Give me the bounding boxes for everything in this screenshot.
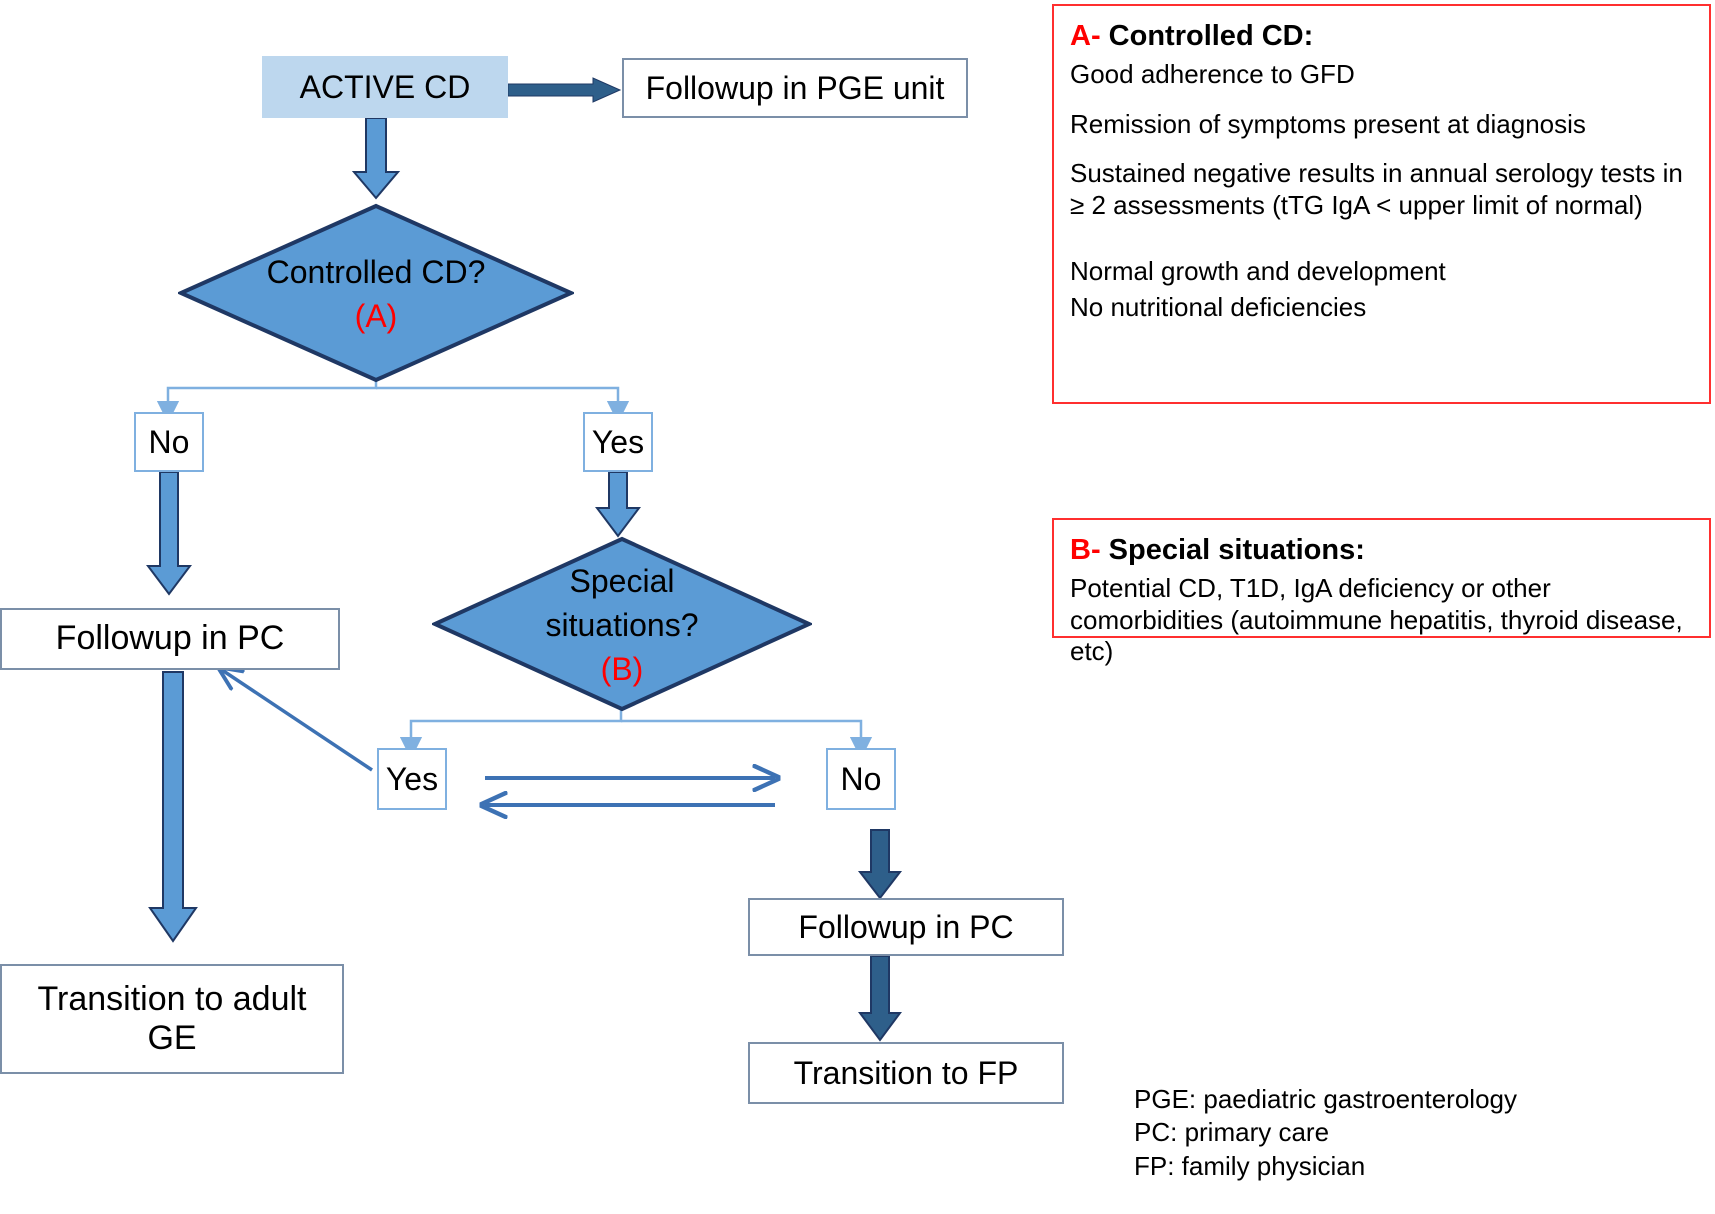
panel-b-title-text: Special situations: xyxy=(1100,534,1365,566)
node-branch-b-no[interactable]: No xyxy=(826,748,896,810)
legend-line-1: PC: primary care xyxy=(1134,1117,1330,1148)
panel-special-situations-title: B- Special situations: xyxy=(1070,534,1691,567)
node-followup-pge-unit-label: Followup in PGE unit xyxy=(645,69,945,106)
arrow-followup-pc-left-to-transition-ge xyxy=(148,671,198,943)
arrow-no-to-followup-pc-left xyxy=(146,471,192,596)
node-followup-pc-right[interactable]: Followup in PC xyxy=(748,898,1064,956)
abbreviation-legend: PGE: paediatric gastroenterology PC: pri… xyxy=(1134,1083,1517,1183)
node-followup-pc-right-label: Followup in PC xyxy=(798,908,1014,945)
node-transition-adult-ge[interactable]: Transition to adult GE xyxy=(0,964,344,1074)
node-branch-a-yes-label: Yes xyxy=(591,423,645,460)
node-decision-special-situations[interactable]: Special situations? (B) xyxy=(432,536,812,712)
node-transition-fp-label: Transition to FP xyxy=(793,1054,1019,1091)
arrow-no-b-to-followup-pc-right xyxy=(857,829,903,900)
panel-controlled-cd: A- Controlled CD: Good adherence to GFD … xyxy=(1052,4,1711,404)
node-decision-special-situations-line2: situations? xyxy=(545,606,699,643)
node-branch-b-no-label: No xyxy=(840,760,882,797)
legend-line-0: PGE: paediatric gastroenterology xyxy=(1134,1084,1517,1114)
panel-a-item-1: Remission of symptoms present at diagnos… xyxy=(1070,108,1586,139)
node-transition-adult-ge-line1: Transition to adult xyxy=(37,979,307,1018)
panel-a-item-2: Sustained negative results in annual ser… xyxy=(1070,158,1683,221)
node-transition-adult-ge-line2: GE xyxy=(147,1019,197,1057)
panel-a-letter: A- xyxy=(1070,20,1101,52)
node-decision-special-situations-tag: (B) xyxy=(600,650,644,687)
node-branch-b-yes-label: Yes xyxy=(385,760,439,797)
node-followup-pge-unit[interactable]: Followup in PGE unit xyxy=(622,58,968,118)
node-decision-controlled-cd-tag: (A) xyxy=(354,298,398,335)
node-transition-fp[interactable]: Transition to FP xyxy=(748,1042,1064,1104)
arrow-active-to-decision-a xyxy=(351,117,401,200)
node-branch-b-yes[interactable]: Yes xyxy=(377,748,447,810)
node-decision-special-situations-line1: Special xyxy=(569,563,675,600)
connector-decision-a-split xyxy=(156,378,630,424)
diamond-shape-b xyxy=(432,536,812,712)
arrow-yes-b-to-followup-pc-left xyxy=(222,670,373,772)
arrow-active-to-pge xyxy=(507,77,622,103)
panel-a-item-3: Normal growth and development xyxy=(1070,255,1446,286)
node-branch-a-no-label: No xyxy=(148,423,190,460)
diamond-shape-a xyxy=(178,203,574,383)
arrow-followup-pc-right-to-transition-fp xyxy=(858,955,902,1042)
panel-a-title-text: Controlled CD: xyxy=(1100,20,1314,52)
node-branch-a-yes[interactable]: Yes xyxy=(583,412,653,472)
panel-a-item-0: Good adherence to GFD xyxy=(1070,59,1355,89)
node-branch-a-no[interactable]: No xyxy=(134,412,204,472)
connector-decision-b-split xyxy=(399,710,873,760)
panel-special-situations: B- Special situations: Potential CD, T1D… xyxy=(1052,518,1711,666)
panel-b-letter: B- xyxy=(1070,534,1101,566)
node-followup-pc-left-label: Followup in PC xyxy=(55,619,285,658)
panel-b-item-0: Potential CD, T1D, IgA deficiency or oth… xyxy=(1070,573,1683,667)
panel-controlled-cd-title: A- Controlled CD: xyxy=(1070,20,1691,53)
node-active-cd[interactable]: ACTIVE CD xyxy=(262,56,508,118)
arrow-yes-to-decision-b xyxy=(595,471,641,538)
node-decision-controlled-cd-label: Controlled CD? xyxy=(266,253,486,290)
panel-a-item-4: No nutritional deficiencies xyxy=(1070,291,1367,322)
node-active-cd-label: ACTIVE CD xyxy=(299,68,471,105)
node-decision-controlled-cd[interactable]: Controlled CD? (A) xyxy=(178,203,574,383)
node-followup-pc-left[interactable]: Followup in PC xyxy=(0,608,340,670)
legend-line-2: FP: family physician xyxy=(1134,1150,1366,1181)
